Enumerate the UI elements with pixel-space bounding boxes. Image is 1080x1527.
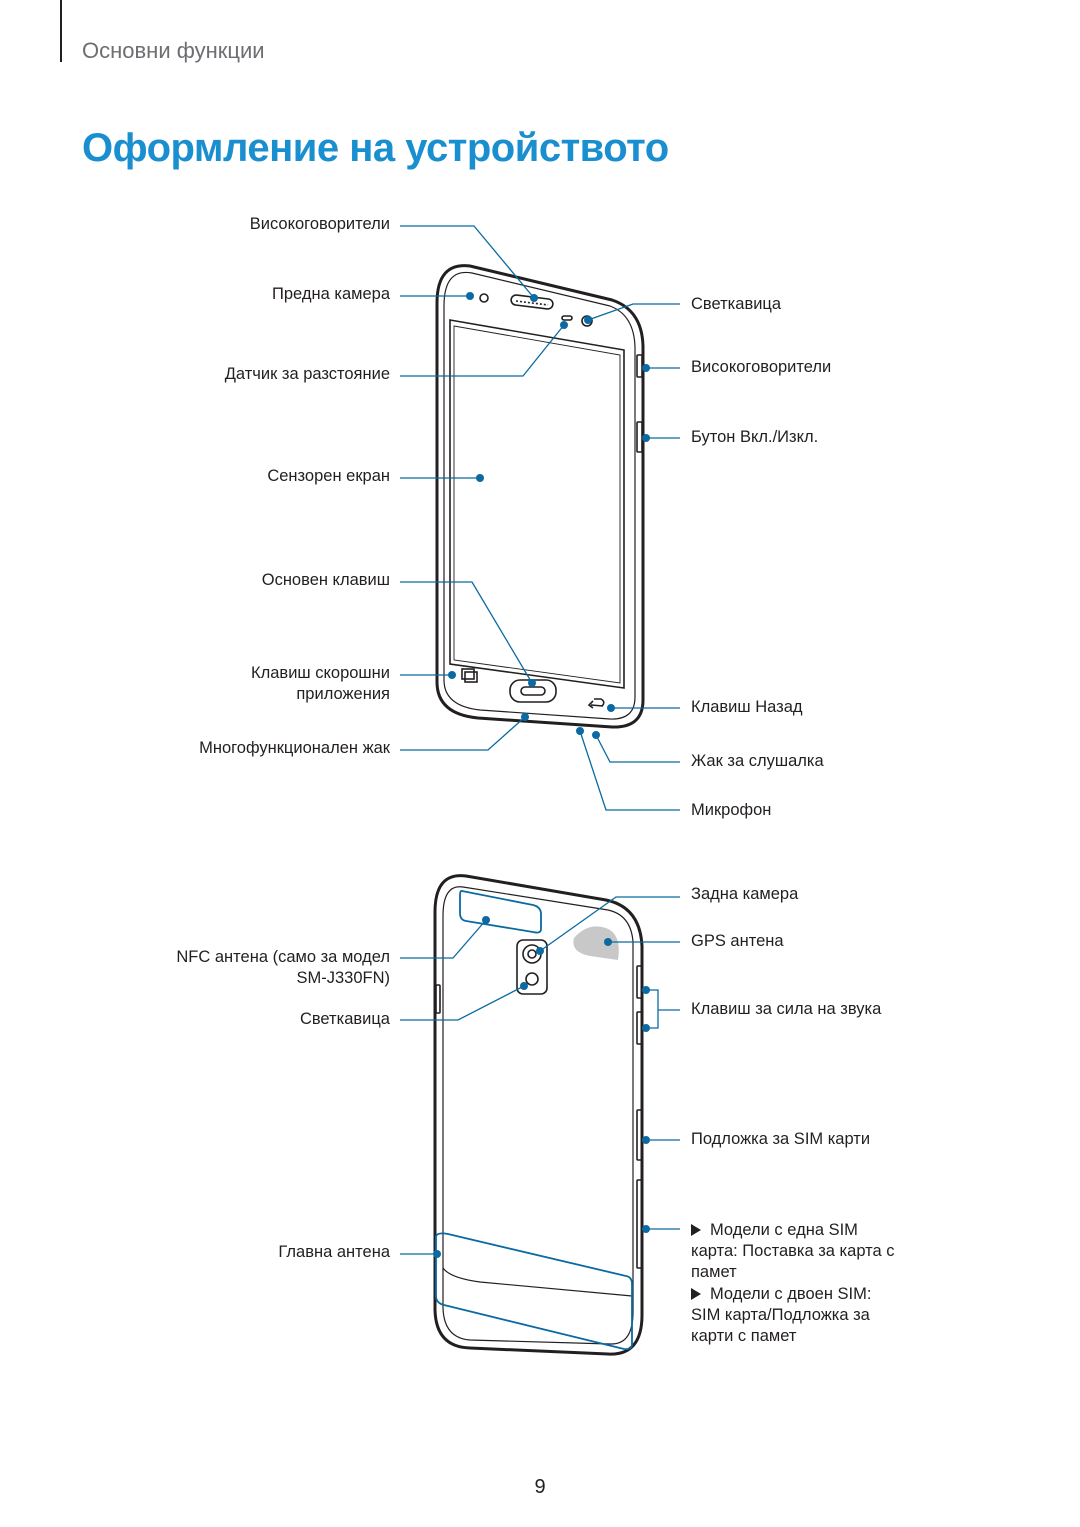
- volume-up-key: [636, 965, 643, 999]
- volume-down-key: [636, 1011, 643, 1045]
- label-speaker-top: Високоговорители: [249, 215, 390, 233]
- label-proximity-sensor: Датчик за разстояние: [224, 365, 390, 383]
- label-speaker-side: Високоговорители: [691, 358, 832, 376]
- front-flash: [581, 315, 593, 327]
- label-nfc-line1: NFC антена (само за модел: [176, 948, 390, 966]
- label-earphone-jack: Жак за слушалка: [691, 752, 824, 770]
- front-phone-body: [435, 264, 645, 729]
- label-main-antenna: Главна антена: [278, 1243, 390, 1261]
- label-flash-back: Светкавица: [299, 1010, 390, 1028]
- label-recent-apps-line2: приложения: [296, 685, 390, 703]
- label-volume-key: Клавиш за сила на звука: [691, 1000, 882, 1018]
- section-heading: Основни функции: [82, 38, 265, 63]
- side-speaker: [636, 354, 643, 378]
- recent-apps-icon: [461, 668, 478, 683]
- label-power-key: Бутон Вкл./Изкл.: [691, 428, 819, 446]
- label-touchscreen: Сензорен екран: [267, 467, 390, 485]
- header-rule: [60, 0, 62, 62]
- label-front-camera: Предна камера: [272, 285, 390, 303]
- rear-camera-module: [516, 939, 548, 995]
- label-rear-camera: Задна камера: [691, 885, 799, 903]
- label-gps-antenna: GPS антена: [691, 932, 784, 950]
- label-recent-apps-line1: Клавиш скорошни: [251, 664, 390, 682]
- arrow-right-icon: [691, 1223, 701, 1236]
- label-dual-sim: Модели с двоен SIM: SIM карта/Подложка з…: [691, 1285, 872, 1345]
- side-power-key: [636, 421, 643, 453]
- sim-tray-slot: [636, 1109, 643, 1161]
- label-flash-front: Светкавица: [691, 295, 782, 313]
- label-nfc-line2: SM-J330FN): [296, 969, 390, 987]
- back-key-icon: [587, 698, 605, 709]
- callout-dots: [433, 292, 650, 1258]
- label-back-key: Клавиш Назад: [691, 698, 803, 716]
- nfc-antenna-outline: [459, 889, 542, 934]
- back-phone-body: [433, 874, 644, 1356]
- label-sim-tray: Подложка за SIM карти: [691, 1130, 871, 1148]
- proximity-sensor: [561, 315, 573, 321]
- main-antenna-outline: [435, 1232, 633, 1351]
- arrow-right-icon: [691, 1287, 701, 1300]
- memory-card-slot: [636, 1179, 643, 1269]
- rear-flash: [525, 972, 539, 986]
- page-title: Оформление на устройството: [82, 126, 669, 170]
- label-single-sim: Модели с една SIM карта: Поставка за кар…: [691, 1221, 895, 1281]
- label-microphone: Микрофон: [691, 801, 772, 819]
- label-multipurpose-jack: Многофункционален жак: [199, 739, 390, 757]
- front-camera-lens: [479, 293, 489, 303]
- gps-antenna-area: [573, 926, 619, 960]
- label-home-key: Основен клавиш: [261, 571, 390, 589]
- page-number: 9: [534, 1476, 546, 1498]
